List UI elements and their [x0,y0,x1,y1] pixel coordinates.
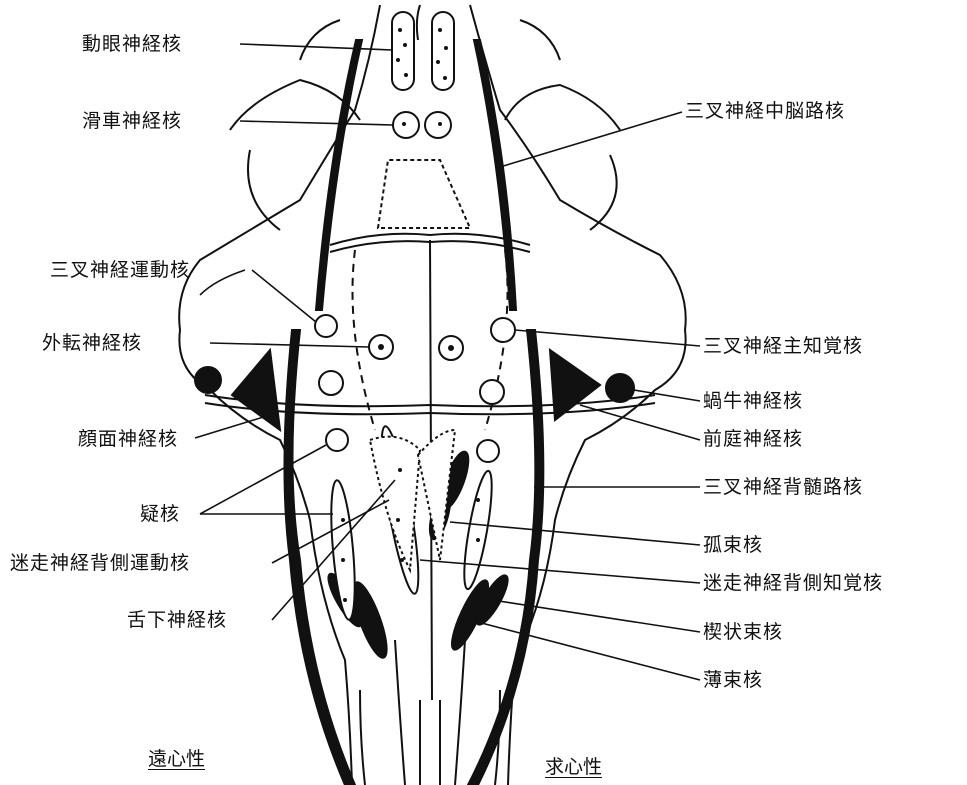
label-efferent: 遠心性 [148,744,205,771]
label-hypoglossal-nucleus: 舌下神経核 [127,609,227,631]
label-solitary-nucleus: 孤束核 [703,534,763,556]
ambiguus-left [326,429,348,451]
trigeminal-principal-right [491,318,515,342]
label-facial-nucleus: 顔面神経核 [78,428,178,450]
label-abducens-nucleus: 外転神経核 [42,332,142,354]
label-principal-sensory-trigeminal: 三叉神経主知覚核 [703,335,863,357]
label-trigeminal-motor-nucleus: 三叉神経運動核 [50,259,190,281]
oculomotor-nucleus-left [392,12,414,90]
label-cochlear-nucleus: 蝸牛神経核 [703,390,803,412]
pons-stipple [378,160,470,228]
label-vestibular-nucleus: 前庭神経核 [703,428,803,450]
label-dorsal-motor-vagus: 迷走神経背側運動核 [10,552,190,574]
trigeminal-motor-left [315,315,337,337]
cochlear-nucleus-left [195,367,221,393]
trochlear-left [393,112,419,138]
label-nucleus-ambiguus: 疑核 [140,503,180,525]
label-trochlear-nucleus: 滑車神経核 [82,110,182,132]
label-gracile-nucleus: 薄束核 [703,669,763,691]
label-afferent: 求心性 [545,752,602,779]
trochlear-right [425,112,451,138]
cochlear-nucleus-right [606,374,634,402]
mesencephalic-tract-right [474,40,516,310]
facial-nucleus-left [232,350,280,430]
label-cuneate-nucleus: 楔状束核 [703,621,783,643]
mesencephalic-tract-left [316,40,362,310]
label-oculomotor-nucleus: 動眼神経核 [82,33,182,55]
label-dorsal-sensory-vagus: 迷走神経背側知覚核 [703,572,883,594]
label-mesencephalic-trigeminal: 三叉神経中脳路核 [685,100,845,122]
oculomotor-nucleus-right [432,12,454,90]
label-spinal-trigeminal: 三叉神経背髄路核 [703,476,863,498]
